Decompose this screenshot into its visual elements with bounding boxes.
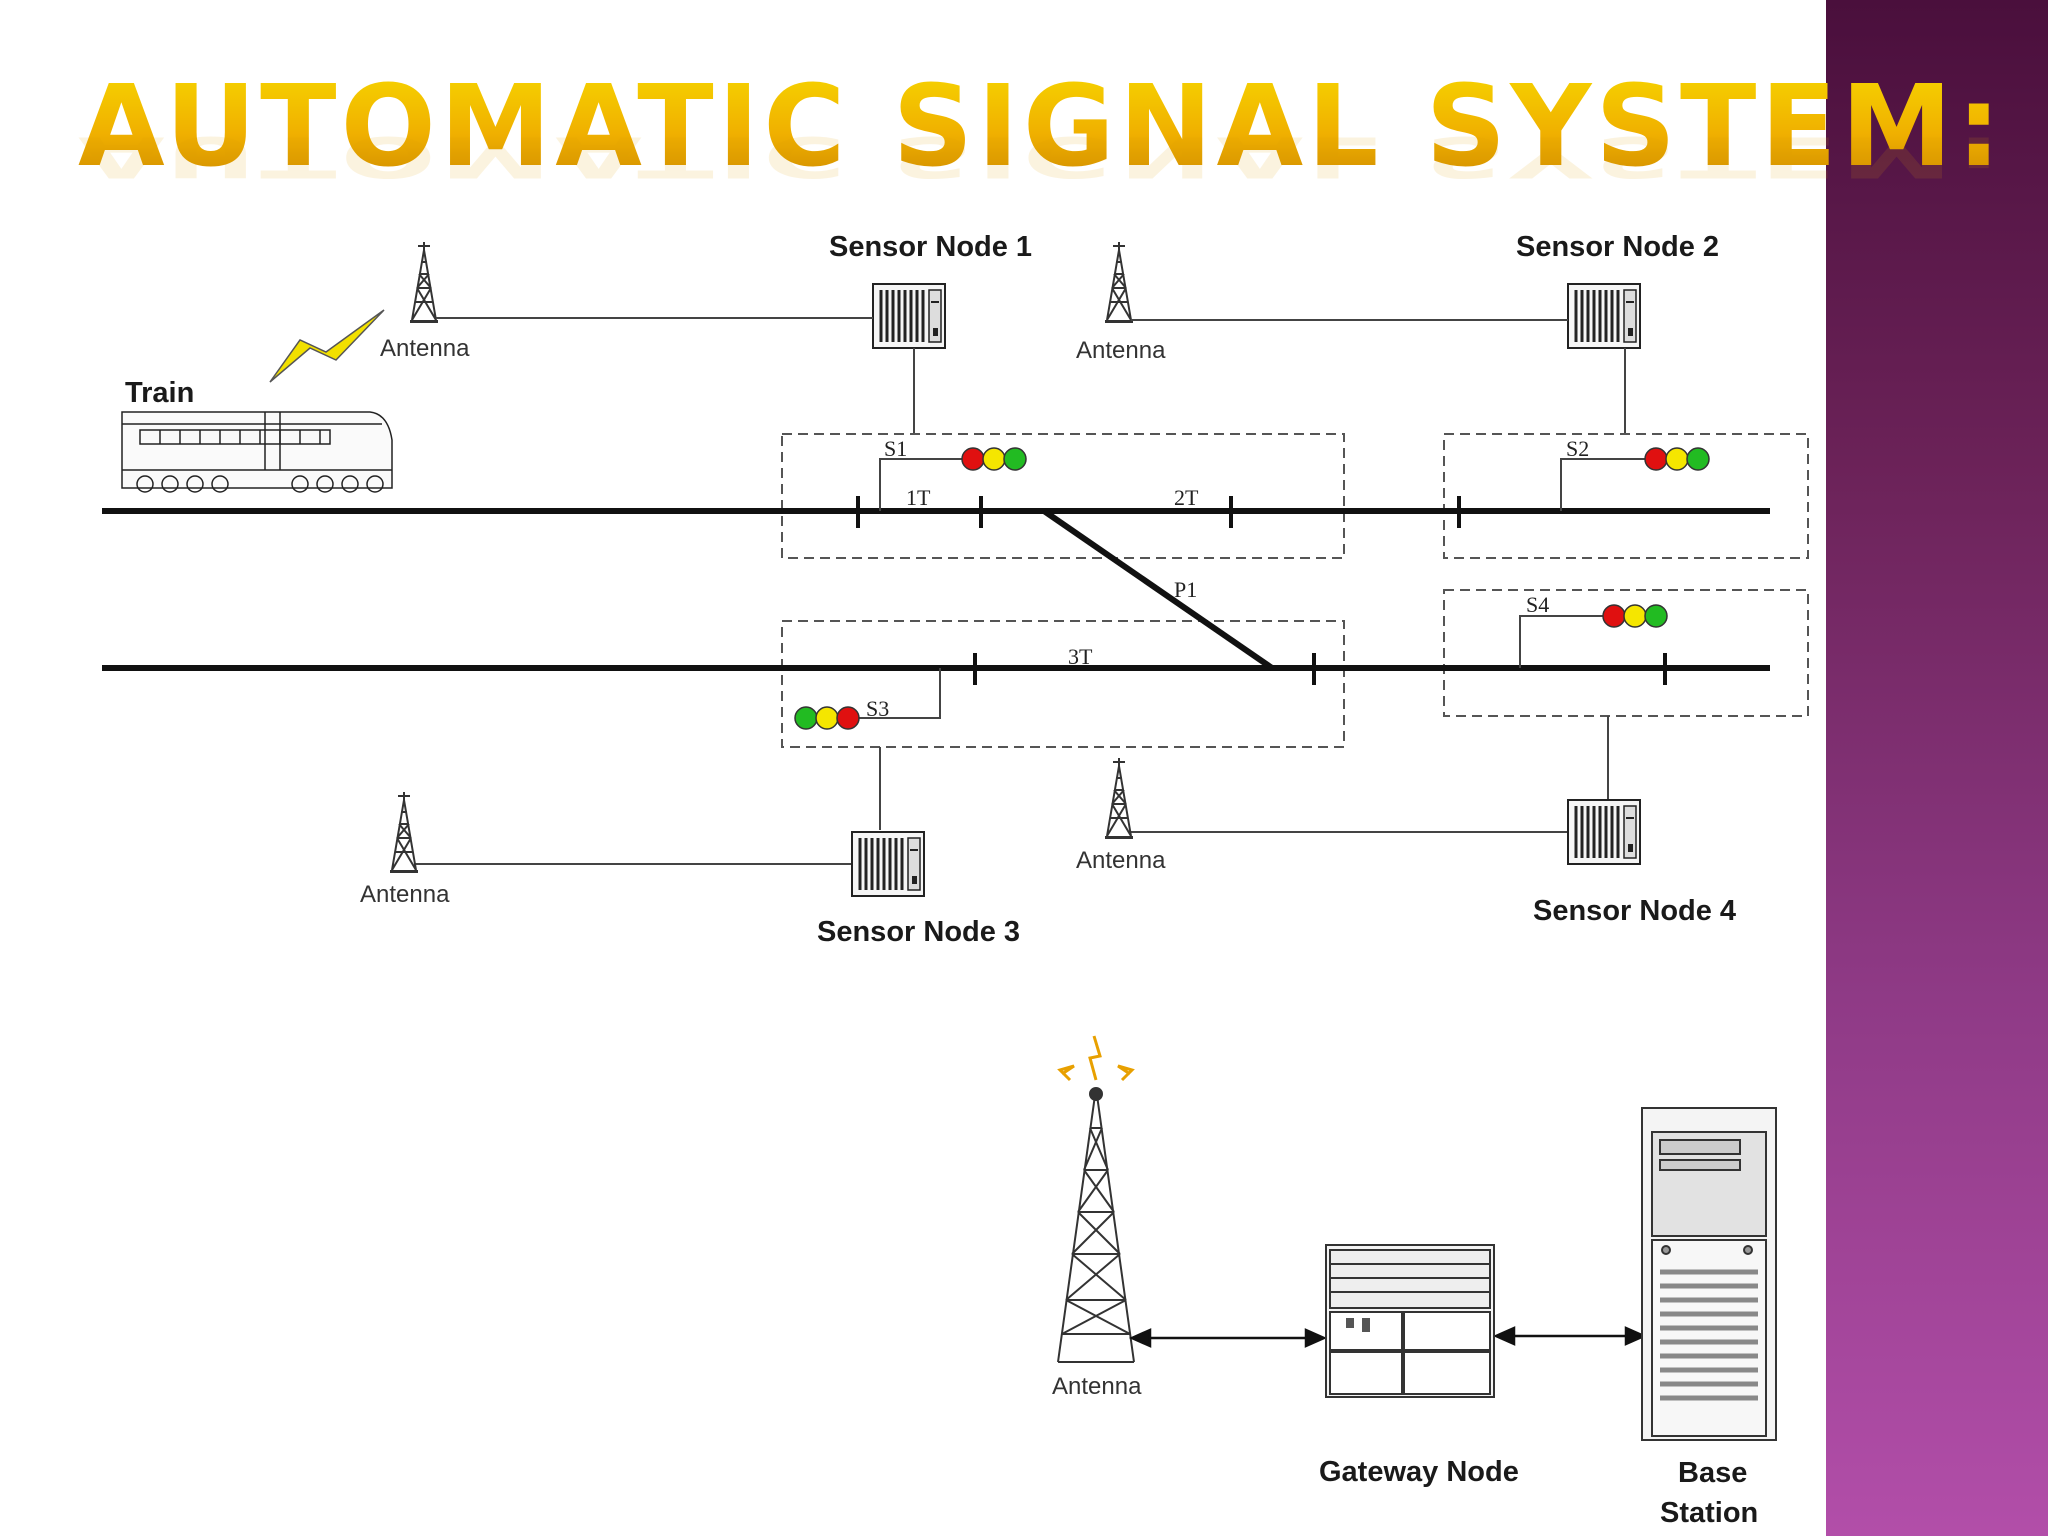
sensor-node-4-label: Sensor Node 4 bbox=[1533, 895, 1736, 927]
gateway-node-label: Gateway Node bbox=[1319, 1456, 1519, 1488]
antenna-icon bbox=[409, 241, 439, 324]
base-station-label-line1: Base bbox=[1678, 1457, 1747, 1489]
sensor-node-icon bbox=[1566, 282, 1642, 350]
gateway-node-icon bbox=[1325, 1244, 1495, 1398]
switch-p1-label: P1 bbox=[1174, 577, 1197, 602]
train-icon bbox=[121, 411, 393, 493]
traffic-signal-icon bbox=[1602, 604, 1668, 628]
antenna-label: Antenna bbox=[1076, 847, 1166, 874]
traffic-signal-icon bbox=[961, 447, 1027, 471]
signal-s1-label: S1 bbox=[884, 436, 907, 461]
section-2t-label: 2T bbox=[1174, 485, 1199, 510]
sensor-node-icon bbox=[1566, 798, 1642, 866]
server-icon bbox=[1641, 1107, 1777, 1441]
base-station-label-line2: Station bbox=[1660, 1497, 1758, 1529]
wiring bbox=[414, 716, 1609, 865]
antenna-icon bbox=[1104, 757, 1134, 840]
signal-s4-label: S4 bbox=[1526, 592, 1549, 617]
wiring bbox=[436, 317, 1626, 434]
lightning-icon bbox=[269, 309, 385, 383]
sensor-node-icon bbox=[871, 282, 947, 350]
sensor-node-1-label: Sensor Node 1 bbox=[829, 231, 1032, 263]
antenna-label: Antenna bbox=[1052, 1373, 1142, 1400]
train-label: Train bbox=[125, 377, 194, 409]
antenna-icon bbox=[389, 791, 419, 874]
tracks bbox=[102, 496, 1770, 685]
sensor-node-3-label: Sensor Node 3 bbox=[817, 916, 1020, 948]
section-3t-label: 3T bbox=[1068, 644, 1093, 669]
signal-s2-label: S2 bbox=[1566, 436, 1589, 461]
antenna-icon bbox=[1104, 241, 1134, 324]
sensor-node-icon bbox=[850, 830, 926, 898]
antenna-label: Antenna bbox=[1076, 337, 1166, 364]
antenna-label: Antenna bbox=[380, 335, 470, 362]
zone-boxes bbox=[781, 433, 1809, 748]
section-1t-label: 1T bbox=[906, 485, 931, 510]
signal-posts bbox=[850, 458, 1648, 719]
signal-wave-icon bbox=[1057, 1035, 1135, 1082]
decorative-side-band bbox=[1826, 0, 2048, 1536]
slide-title: Automatic Signal System: bbox=[78, 60, 2005, 194]
signal-s3-label: S3 bbox=[866, 696, 889, 721]
link-arrows bbox=[1128, 1326, 1648, 1348]
sensor-node-2-label: Sensor Node 2 bbox=[1516, 231, 1719, 263]
tower-icon bbox=[1057, 1087, 1135, 1363]
traffic-signal-icon bbox=[1644, 447, 1710, 471]
traffic-signal-icon bbox=[794, 706, 860, 730]
antenna-label: Antenna bbox=[360, 881, 450, 908]
